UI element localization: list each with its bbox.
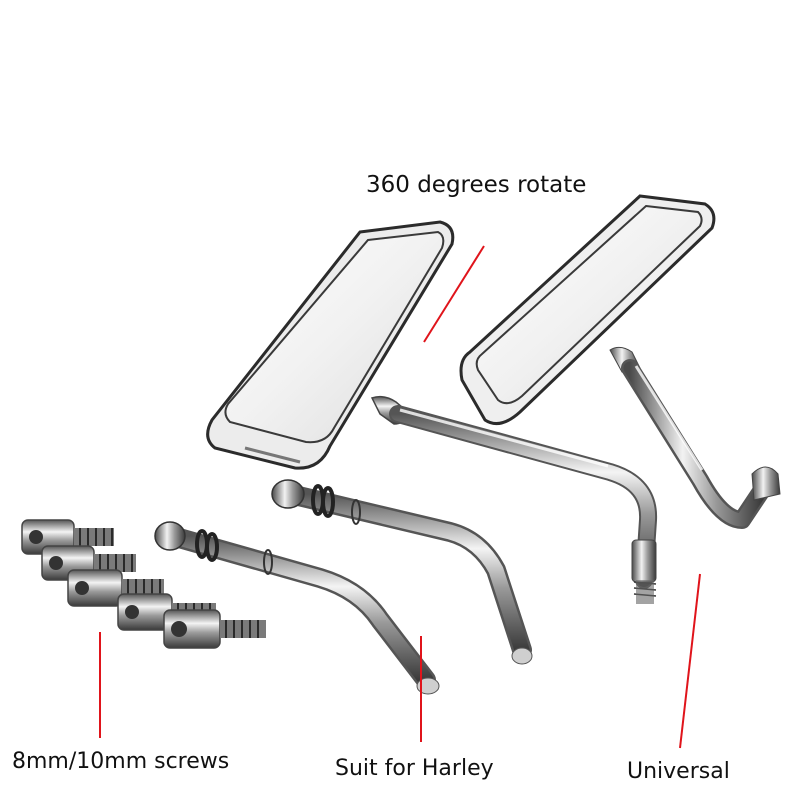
mirror-right [459,194,781,529]
adapter-screw [21,519,114,555]
universal-label: Universal [627,759,730,784]
pointer-rotate [423,245,485,343]
screws-label: 8mm/10mm screws [12,749,230,774]
pointer-universal [679,573,701,749]
rotate-label: 360 degrees rotate [366,172,587,198]
harley-stem [271,479,533,665]
adapter-screw [163,609,266,649]
harley-stem [154,521,440,695]
harley-label: Suit for Harley [335,756,494,781]
mirror-left [206,220,658,604]
